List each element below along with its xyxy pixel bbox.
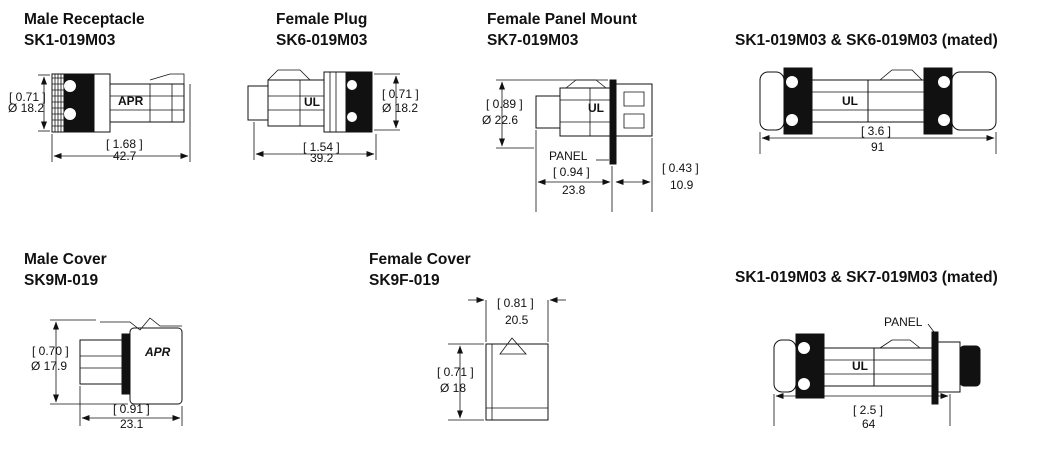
fp-dia-mm: Ø 18.2 bbox=[382, 101, 418, 115]
female-cover-drawing bbox=[448, 297, 566, 421]
apr-logo-2: APR bbox=[144, 345, 171, 359]
fc-dia-mm: Ø 18 bbox=[440, 381, 466, 395]
fp-dia-in: [ 0.71 ] bbox=[382, 87, 419, 101]
pm-b-in: [ 0.43 ] bbox=[662, 161, 699, 175]
male-receptacle-title: Male Receptacle bbox=[24, 11, 145, 28]
m1-len-mm: 91 bbox=[871, 140, 885, 154]
fc-w-mm: 20.5 bbox=[505, 313, 529, 327]
m2-len-in: [ 2.5 ] bbox=[853, 403, 883, 417]
mr-len-mm: 42.7 bbox=[113, 149, 137, 163]
mr-dia-mm: Ø 18.2 bbox=[8, 101, 44, 115]
pm-a-mm: 23.8 bbox=[562, 183, 586, 197]
male-cover-title: Male Cover bbox=[24, 251, 107, 268]
female-plug-part: SK6-019M03 bbox=[276, 32, 368, 49]
mc-len-in: [ 0.91 ] bbox=[113, 402, 150, 416]
mr-dia-in: [ 0.71 ] bbox=[9, 90, 46, 104]
mated-1-part: SK1-019M03 & SK6-019M03 (mated) bbox=[735, 32, 998, 49]
m2-len-mm: 64 bbox=[862, 417, 876, 431]
fc-w-in: [ 0.81 ] bbox=[497, 296, 534, 310]
pm-dia-mm: Ø 22.6 bbox=[482, 113, 518, 127]
ul-logo-2: UL bbox=[588, 101, 604, 115]
male-cover-drawing: APR bbox=[50, 317, 183, 426]
mc-len-mm: 23.1 bbox=[120, 417, 144, 431]
mc-dia-mm: Ø 17.9 bbox=[31, 359, 67, 373]
mated-2-part: SK1-019M03 & SK7-019M03 (mated) bbox=[735, 269, 998, 286]
ul-logo-4: UL bbox=[852, 359, 868, 373]
panel-mount-part: SK7-019M03 bbox=[487, 32, 579, 49]
female-plug-title: Female Plug bbox=[276, 11, 368, 28]
panel-mount-drawing: UL bbox=[496, 79, 653, 212]
fp-len-in: [ 1.54 ] bbox=[303, 140, 340, 154]
panel-mount-title: Female Panel Mount bbox=[487, 11, 637, 28]
mc-dia-in: [ 0.70 ] bbox=[32, 344, 69, 358]
male-cover-part: SK9M-019 bbox=[24, 272, 99, 289]
pm-a-in: [ 0.94 ] bbox=[553, 165, 590, 179]
ul-logo: UL bbox=[304, 95, 320, 109]
pm-dia-in: [ 0.89 ] bbox=[486, 97, 523, 111]
female-cover-part: SK9F-019 bbox=[369, 272, 440, 289]
ul-logo-3: UL bbox=[842, 94, 858, 108]
m1-len-in: [ 3.6 ] bbox=[861, 124, 891, 138]
apr-logo: APR bbox=[118, 94, 144, 108]
mated-2-drawing: UL bbox=[773, 323, 981, 426]
fc-dia-in: [ 0.71 ] bbox=[437, 365, 474, 379]
mated-1-drawing: UL bbox=[759, 67, 997, 154]
female-cover-title: Female Cover bbox=[369, 251, 471, 268]
male-receptacle-part: SK1-019M03 bbox=[24, 32, 116, 49]
female-plug-drawing: UL bbox=[247, 69, 400, 160]
fp-len-mm: 39.2 bbox=[310, 151, 334, 165]
male-receptacle-drawing: APR bbox=[38, 73, 191, 162]
pm-b-mm: 10.9 bbox=[670, 178, 694, 192]
m2-panel-label: PANEL bbox=[884, 315, 923, 329]
mr-len-in: [ 1.68 ] bbox=[106, 137, 143, 151]
pm-panel-label: PANEL bbox=[549, 149, 588, 163]
